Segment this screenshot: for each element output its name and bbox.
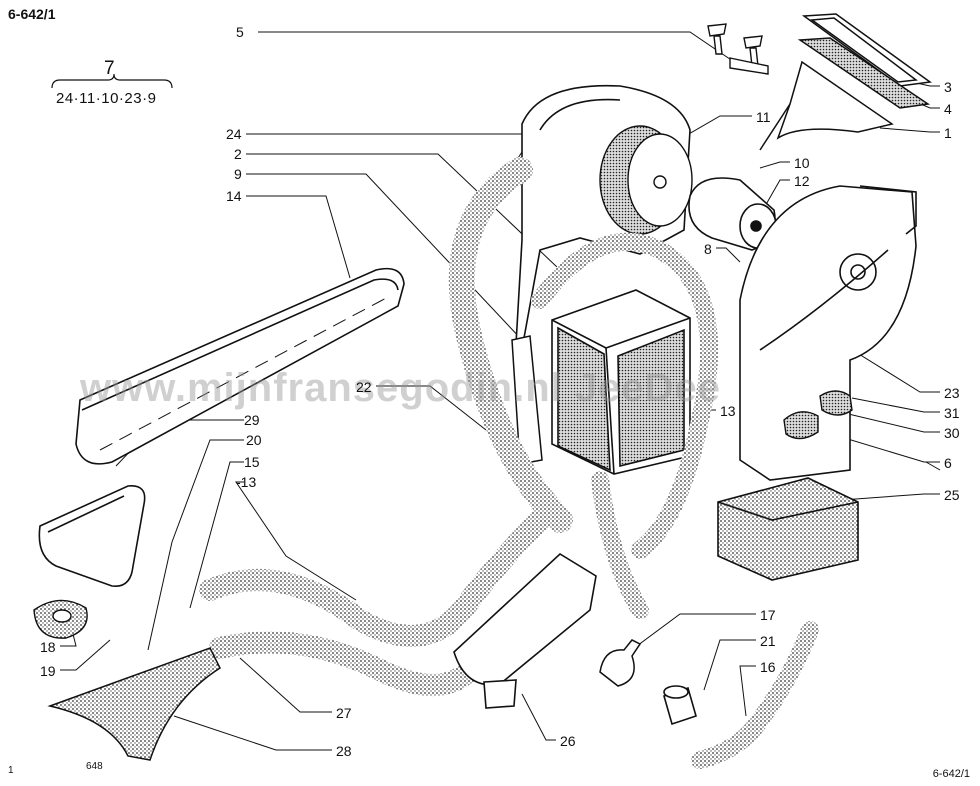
callout-10: 10 [794,155,810,171]
part-25-base [717,477,859,581]
part-5-bolts [707,23,769,75]
callout-22: 22 [356,379,372,395]
part-23-housing [739,185,917,481]
callout-24: 24 [226,126,242,142]
part-14-handle [75,267,405,465]
callout-30: 30 [944,425,960,441]
callout-1: 1 [944,125,952,141]
part-1-vent-duct [759,60,894,151]
callout-8: 8 [704,241,712,257]
part-31-fitting [819,390,853,416]
callout-29: 29 [244,412,260,428]
callout-13-heater: 13 [720,403,736,419]
part-30-fitting [783,411,819,440]
callout-19: 19 [40,663,56,679]
part-28-nozzle [47,647,221,761]
part-16-hose [691,621,819,769]
callout-5: 5 [236,24,244,40]
part-11-blower-wheel [599,125,693,235]
part-13-heater-box [551,289,691,475]
part-26-duct [453,553,597,709]
part-9-bracket [511,335,543,465]
callout-28: 28 [336,743,352,759]
part-22-hose [531,232,718,619]
callout-14: 14 [226,188,242,204]
part-27-hose [199,509,551,696]
part-12-motor [688,177,777,251]
callout-6: 6 [944,455,952,471]
callout-26: 26 [560,733,576,749]
callout-11: 11 [756,109,771,125]
callout-31: 31 [944,405,960,421]
callout-25: 25 [944,487,960,503]
sheet-code-top: 6-642/1 [8,6,56,22]
callout-18: 18 [40,639,56,655]
sheet-code-bottom: 6-642/1 [932,768,970,780]
reference-brace [51,73,173,89]
part-17-clip [599,639,642,687]
callout-9: 9 [234,166,242,182]
callout-4: 4 [944,101,952,117]
callout-2: 2 [234,146,242,162]
callout-27: 27 [336,705,352,721]
part-4-vent-seal [797,37,931,109]
page-number: 1 [8,765,14,776]
part-3-vent-grille [801,13,932,87]
callout-20: 20 [246,432,262,448]
reference-codes: 24·11·10·23·9 [56,90,157,107]
part-2-hose [448,157,573,533]
reference-number: 7 [104,58,115,79]
watermark-text: www.mijnfransegodin.nl JeeDee [80,366,721,410]
part-18-grommet [33,599,88,639]
callout-21: 21 [760,633,776,649]
callout-12: 12 [794,173,810,189]
part-21-sleeve [663,685,697,726]
callout-13-hose: -13 [236,474,257,490]
callout-3: 3 [944,79,952,95]
callout-16: 16 [760,659,776,675]
callout-15: 15 [244,454,260,470]
callout-23: 23 [944,385,960,401]
callout-17: 17 [760,607,776,623]
part-29-cover [38,485,146,588]
figure-code: 648 [86,761,103,772]
